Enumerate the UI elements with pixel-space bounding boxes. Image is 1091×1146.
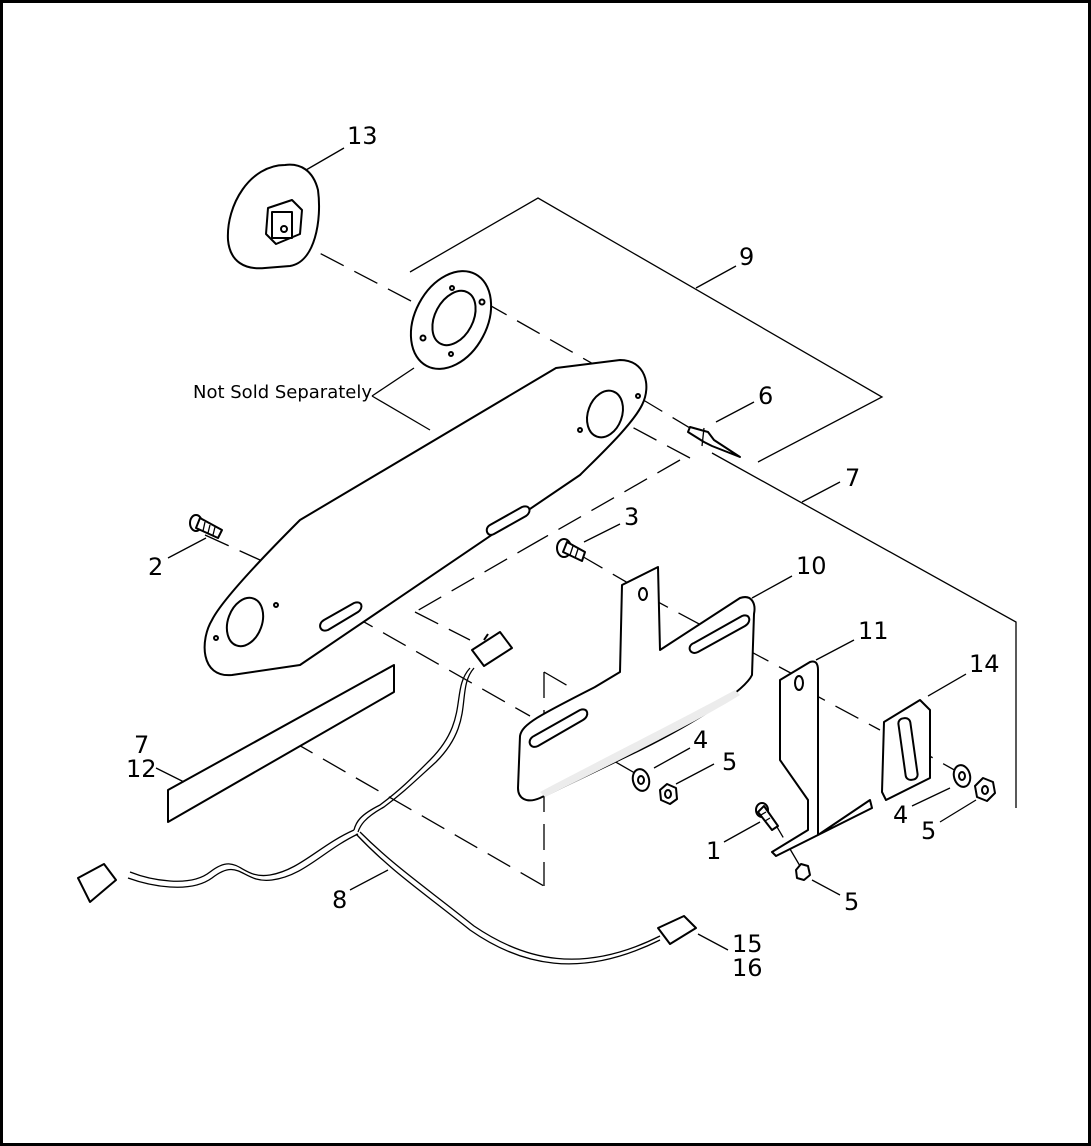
lower-license-bracket (517, 566, 756, 802)
callout-9: 9 (739, 243, 754, 271)
screw-1 (755, 802, 779, 831)
callout-6: 6 (758, 382, 773, 410)
callout-7-lower: 7 (134, 731, 149, 759)
leader-lines (155, 147, 977, 951)
nut-5-right (974, 777, 996, 802)
screw-2 (189, 514, 223, 539)
nut-5-left (659, 783, 678, 805)
washer-4-left (631, 768, 651, 792)
assembly-line-upper-c (414, 611, 471, 641)
callout-5-right: 5 (921, 817, 936, 845)
side-bracket (771, 660, 873, 857)
assembly-line-screw-2 (204, 534, 261, 561)
callout-14: 14 (969, 650, 1000, 678)
callout-2: 2 (148, 553, 163, 581)
assembly-line-vertical-top (543, 671, 576, 691)
callout-3: 3 (624, 503, 639, 531)
lamp-gasket-ring (409, 270, 493, 370)
kit-7-bracket-line (711, 452, 1017, 808)
callout-1: 1 (706, 837, 721, 865)
callout-4-left: 4 (693, 726, 708, 754)
callout-10: 10 (796, 552, 827, 580)
exploded-parts-diagram: 13 9 6 7 3 2 10 11 14 7 12 4 5 4 5 1 5 8… (77, 122, 1017, 982)
wiring-harness (77, 631, 697, 965)
callout-5-left: 5 (722, 748, 737, 776)
rivet-pin (687, 426, 741, 458)
reflector-strip (167, 664, 395, 823)
not-sold-separately-note: Not Sold Separately (193, 382, 372, 403)
callout-5-bottom: 5 (844, 888, 859, 916)
washer-4-right (952, 764, 972, 788)
license-mounting-plate (203, 359, 648, 677)
callout-11: 11 (858, 617, 889, 645)
slotted-clip (881, 699, 931, 801)
callout-13: 13 (347, 122, 378, 150)
kit-9-bracket-line (409, 197, 884, 463)
callout-4-right: 4 (893, 801, 908, 829)
callout-8: 8 (332, 886, 347, 914)
tail-lamp-housing (226, 163, 321, 270)
callout-7-upper: 7 (845, 464, 860, 492)
carriage-bolt-3 (556, 538, 586, 562)
callout-15: 15 (732, 930, 763, 958)
callout-16: 16 (732, 954, 763, 982)
assembly-line-reflector (289, 739, 545, 887)
assembly-line-upper-b (414, 539, 541, 613)
assembly-line-lamp-to-ring (286, 235, 433, 313)
callout-12: 12 (126, 755, 157, 783)
assembly-line-upper (539, 459, 681, 541)
assembly-line-slot-left (349, 613, 531, 717)
nut-5-bottom (795, 863, 811, 881)
